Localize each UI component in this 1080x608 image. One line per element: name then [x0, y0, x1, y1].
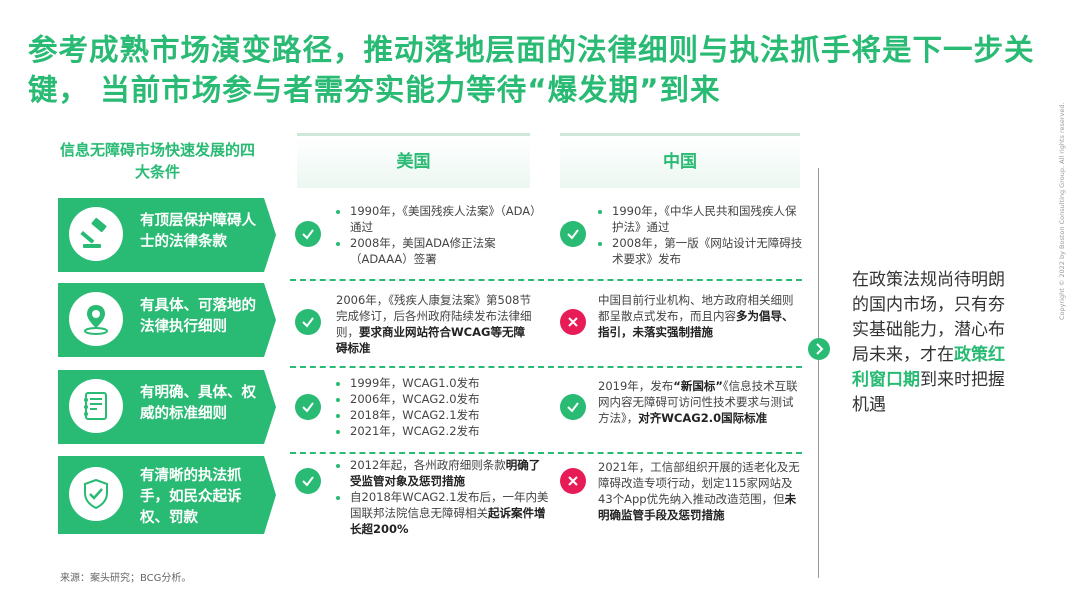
china-cell-4: 2021年，工信部组织开展的适老化及无障碍改造专项行动，划定115家网站及43个… [598, 460, 800, 522]
summary-text: 在政策法规尚待明朗的国内市场，只有夯实基础能力，潜心布局未来，才在政策红利窗口期… [852, 270, 1005, 415]
conditions-header: 信息无障碍市场快速发展的四大条件 [60, 141, 256, 181]
gavel-icon [69, 207, 123, 261]
cross-icon [560, 309, 586, 335]
row-divider [290, 279, 802, 281]
check-icon [295, 394, 321, 420]
check-icon [560, 394, 586, 420]
document-icon [69, 379, 123, 433]
cross-icon [560, 468, 586, 494]
column-header-china: 中国 [560, 133, 800, 188]
list-item: 自2018年WCAG2.1发布后，一年内美国联邦法院信息无障碍相关起诉案件增长超… [350, 489, 551, 537]
page-title: 参考成熟市场演变路径，推动落地层面的法律细则与执法抓手将是下一步关键， 当前市场… [28, 33, 1035, 107]
row-divider [290, 366, 802, 368]
usa-cell-3: 1999年，WCAG1.0发布 2006年，WCAG2.0发布 2018年，WC… [336, 375, 536, 439]
column-header-usa: 美国 [297, 133, 530, 188]
china-cell-3: 2019年，发布“新国标”《信息技术互联网内容无障碍可访问性技术要求与测试方法》… [598, 379, 798, 425]
source-note: 来源：案头研究；BCG分析。 [60, 573, 192, 584]
condition-card-1: 有顶层保护障碍人士的法律条款 [58, 198, 276, 272]
check-icon [560, 221, 586, 247]
condition-label-1: 有顶层保护障碍人士的法律条款 [140, 213, 256, 250]
condition-card-3: 有明确、具体、权威的标准细则 [58, 370, 276, 444]
condition-label-4: 有清晰的执法抓手，如民众起诉权、罚款 [140, 468, 242, 526]
condition-label-2: 有具体、可落地的法律执行细则 [140, 298, 256, 335]
copyright-note: Copyright © 2022 by Boston Consulting Gr… [1058, 102, 1066, 320]
list-item: 2018年，WCAG2.1发布 [350, 407, 536, 423]
row-divider [290, 452, 802, 454]
check-icon [295, 221, 321, 247]
location-pin-icon [69, 292, 123, 346]
list-item: 2008年，第一版《网站设计无障碍技术要求》发布 [612, 235, 803, 267]
list-item: 2012年起，各州政府细则条款明确了受监管对象及惩罚措施 [350, 457, 551, 489]
list-item: 1990年，《中华人民共和国残疾人保护法》通过 [612, 203, 803, 235]
shield-check-icon [69, 467, 123, 521]
list-item: 1990年，《美国残疾人法案》（ADA）通过 [350, 203, 536, 235]
chevron-right-icon [808, 338, 830, 360]
list-item: 2021年，WCAG2.2发布 [350, 423, 536, 439]
usa-cell-1: 1990年，《美国残疾人法案》（ADA）通过 2008年，美国ADA修正法案（A… [336, 203, 536, 267]
check-icon [295, 309, 321, 335]
condition-label-3: 有明确、具体、权威的标准细则 [140, 385, 256, 422]
usa-cell-4: 2012年起，各州政府细则条款明确了受监管对象及惩罚措施 自2018年WCAG2… [336, 457, 551, 537]
condition-card-2: 有具体、可落地的法律执行细则 [58, 283, 276, 357]
divider-line [818, 168, 819, 578]
list-item: 1999年，WCAG1.0发布 [350, 375, 536, 391]
condition-card-4: 有清晰的执法抓手，如民众起诉权、罚款 [58, 456, 276, 534]
china-cell-2: 中国目前行业机构、地方政府相关细则都呈散点式发布，而且内容多为倡导、指引，未落实… [598, 293, 794, 339]
china-cell-1: 1990年，《中华人民共和国残疾人保护法》通过 2008年，第一版《网站设计无障… [598, 203, 803, 267]
list-item: 2008年，美国ADA修正法案（ADAAA）签署 [350, 235, 536, 267]
check-icon [295, 468, 321, 494]
list-item: 2006年，WCAG2.0发布 [350, 391, 536, 407]
usa-cell-2: 2006年，《残疾人康复法案》第508节完成修订，后各州政府陆续发布法律细则，要… [336, 293, 532, 355]
